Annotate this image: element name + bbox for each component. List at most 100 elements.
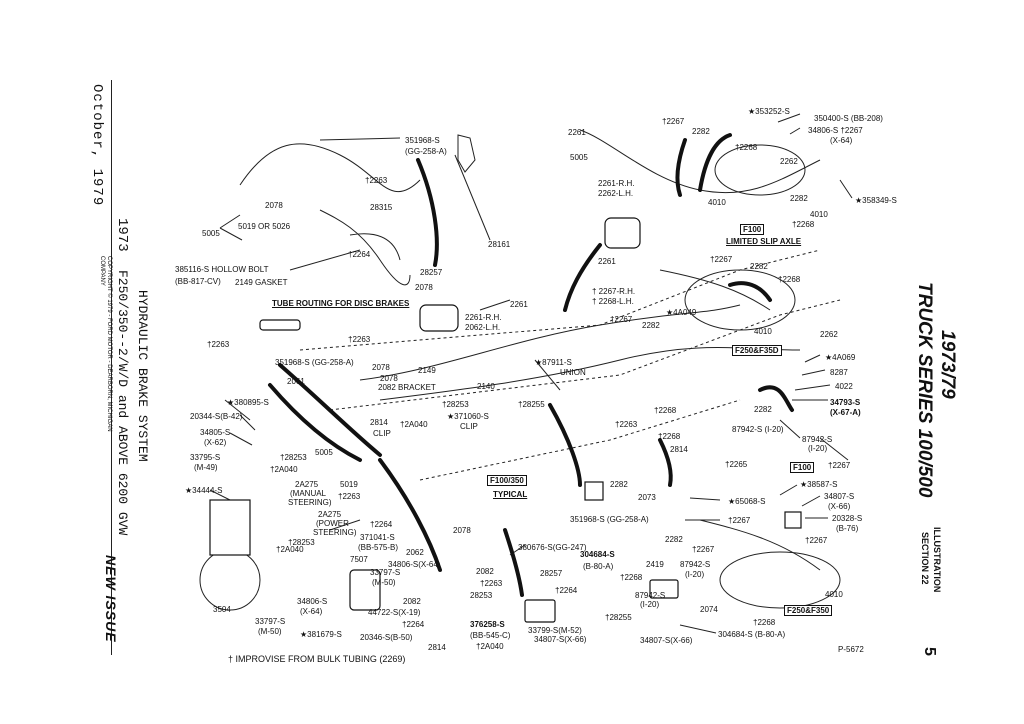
part-callout: 2814 bbox=[370, 418, 388, 427]
part-callout: 20328-S bbox=[832, 514, 863, 523]
part-callout: F100 bbox=[740, 224, 765, 235]
leader-line bbox=[779, 484, 828, 519]
part-callout: 28253 bbox=[470, 591, 493, 600]
brake-hose bbox=[503, 528, 524, 597]
part-callout: 2082 bbox=[476, 567, 494, 576]
part-callout: STEERING) bbox=[313, 528, 357, 537]
part-callout: 33799-S(M-52) bbox=[528, 626, 582, 635]
brake-hose bbox=[563, 243, 602, 312]
part-callout: †28253 bbox=[442, 400, 469, 409]
part-callout: ★65068-S bbox=[728, 497, 766, 506]
part-callout: †2A040 bbox=[400, 420, 428, 429]
part-callout: F250&F350 bbox=[784, 605, 833, 616]
part-callout: †2A040 bbox=[476, 642, 504, 651]
part-callout: †2268 bbox=[654, 406, 677, 415]
axle-housing bbox=[714, 144, 806, 196]
part-callout: 2261 bbox=[568, 128, 586, 137]
part-callout: 2262 bbox=[780, 157, 798, 166]
part-callout: (M-49) bbox=[194, 463, 218, 472]
part-callout: (B-80-A) bbox=[583, 562, 614, 571]
part-callout: (X-64) bbox=[300, 607, 323, 616]
part-callout: 34805-S bbox=[200, 428, 231, 437]
part-callout: †2268 bbox=[778, 275, 801, 284]
part-callout: 2082 BRACKET bbox=[378, 383, 436, 392]
part-callout: 5005 bbox=[315, 448, 333, 457]
part-callout: 2A275 bbox=[295, 480, 319, 489]
part-callout: †2263 bbox=[480, 579, 503, 588]
brake-tube bbox=[319, 209, 411, 286]
copyright-notice: COPYRIGHT © 1979 - FORD MOTOR - DEARBORN… bbox=[99, 256, 112, 432]
part-callout: 2262-L.H. bbox=[598, 189, 634, 198]
part-callout: (I-20) bbox=[685, 570, 705, 579]
part-callout: (BB-545-C) bbox=[470, 631, 511, 640]
part-callout: 2149 bbox=[418, 366, 436, 375]
brake-hose bbox=[416, 158, 439, 267]
part-callout: 5019 bbox=[340, 480, 358, 489]
part-callout: †2268 bbox=[753, 618, 776, 627]
junction-block bbox=[524, 599, 556, 623]
part-callout: 3504 bbox=[213, 605, 231, 614]
part-callout: STEERING) bbox=[288, 498, 332, 507]
part-callout: (B-76) bbox=[836, 524, 859, 533]
part-callout: 2262 bbox=[820, 330, 838, 339]
part-callout: 34807-S(X-66) bbox=[534, 635, 587, 644]
part-callout: 34807-S bbox=[824, 492, 855, 501]
brake-hose bbox=[698, 133, 732, 192]
part-callout: †2264 bbox=[348, 250, 371, 259]
part-callout: †2267 bbox=[610, 315, 633, 324]
part-callout: 87942-S (I-20) bbox=[732, 425, 784, 434]
part-callout: 2419 bbox=[646, 560, 664, 569]
part-callout: 20344-S(B-42) bbox=[190, 412, 243, 421]
part-callout: 44722-S(X-19) bbox=[368, 608, 421, 617]
part-callout: †2263 bbox=[338, 492, 361, 501]
part-callout: (I-20) bbox=[640, 600, 660, 609]
part-callout: 28257 bbox=[420, 268, 443, 277]
part-callout: ★4A049 bbox=[666, 308, 697, 317]
truck-series: TRUCK SERIES 100/500 bbox=[914, 282, 935, 498]
brake-hose bbox=[278, 363, 382, 457]
part-callout: 4010 bbox=[754, 327, 772, 336]
part-callout: 34806-S bbox=[297, 597, 328, 606]
part-callout: ★34444-S bbox=[185, 486, 223, 495]
part-callout: 2282 bbox=[642, 321, 660, 330]
brake-tube bbox=[349, 233, 401, 261]
part-callout: 28257 bbox=[540, 569, 563, 578]
part-callout: 87942-S bbox=[635, 591, 666, 600]
part-callout: 2814 bbox=[428, 643, 446, 652]
brake-line bbox=[659, 269, 771, 311]
brake-drum bbox=[199, 549, 261, 611]
part-callout: 34807-S(X-66) bbox=[640, 636, 693, 645]
tee-fitting bbox=[584, 481, 604, 501]
leader-line bbox=[534, 359, 561, 391]
part-callout: (X-62) bbox=[204, 438, 227, 447]
part-callout: 4010 bbox=[810, 210, 828, 219]
part-callout: 4010 bbox=[708, 198, 726, 207]
part-callout: 2282 bbox=[754, 405, 772, 414]
part-callout: 385116-S HOLLOW BOLT bbox=[175, 265, 269, 274]
section-label: SECTION 22 bbox=[920, 532, 930, 585]
part-callout: CLIP bbox=[373, 429, 391, 438]
part-callout: 2282 bbox=[790, 194, 808, 203]
brake-line bbox=[699, 519, 821, 571]
tee-fitting bbox=[784, 511, 802, 529]
bracket-plate bbox=[209, 499, 251, 556]
part-callout: ★358349-S bbox=[855, 196, 897, 205]
part-callout: †2263 bbox=[365, 176, 388, 185]
part-callout: †2267 bbox=[662, 117, 685, 126]
part-callout: (M-50) bbox=[372, 578, 396, 587]
brake-hose bbox=[378, 458, 442, 572]
master-cylinder bbox=[419, 304, 459, 332]
brake-hose bbox=[675, 138, 687, 197]
part-callout: 8287 bbox=[830, 368, 848, 377]
part-callout: TUBE ROUTING FOR DISC BRAKES bbox=[272, 299, 410, 308]
brake-hose bbox=[268, 383, 362, 462]
illustration-label: ILLUSTRATION bbox=[932, 527, 942, 593]
part-callout: 20346-S(B-50) bbox=[360, 633, 413, 642]
part-callout: †2267 bbox=[728, 516, 751, 525]
part-callout: 376258-S bbox=[470, 620, 505, 629]
leader-line bbox=[779, 419, 849, 461]
brake-hose bbox=[658, 438, 673, 487]
footnote: † IMPROVISE FROM BULK TUBING (2269) bbox=[228, 654, 406, 664]
part-callout: †2264 bbox=[555, 586, 578, 595]
part-callout: (BB-817-CV) bbox=[175, 277, 221, 286]
